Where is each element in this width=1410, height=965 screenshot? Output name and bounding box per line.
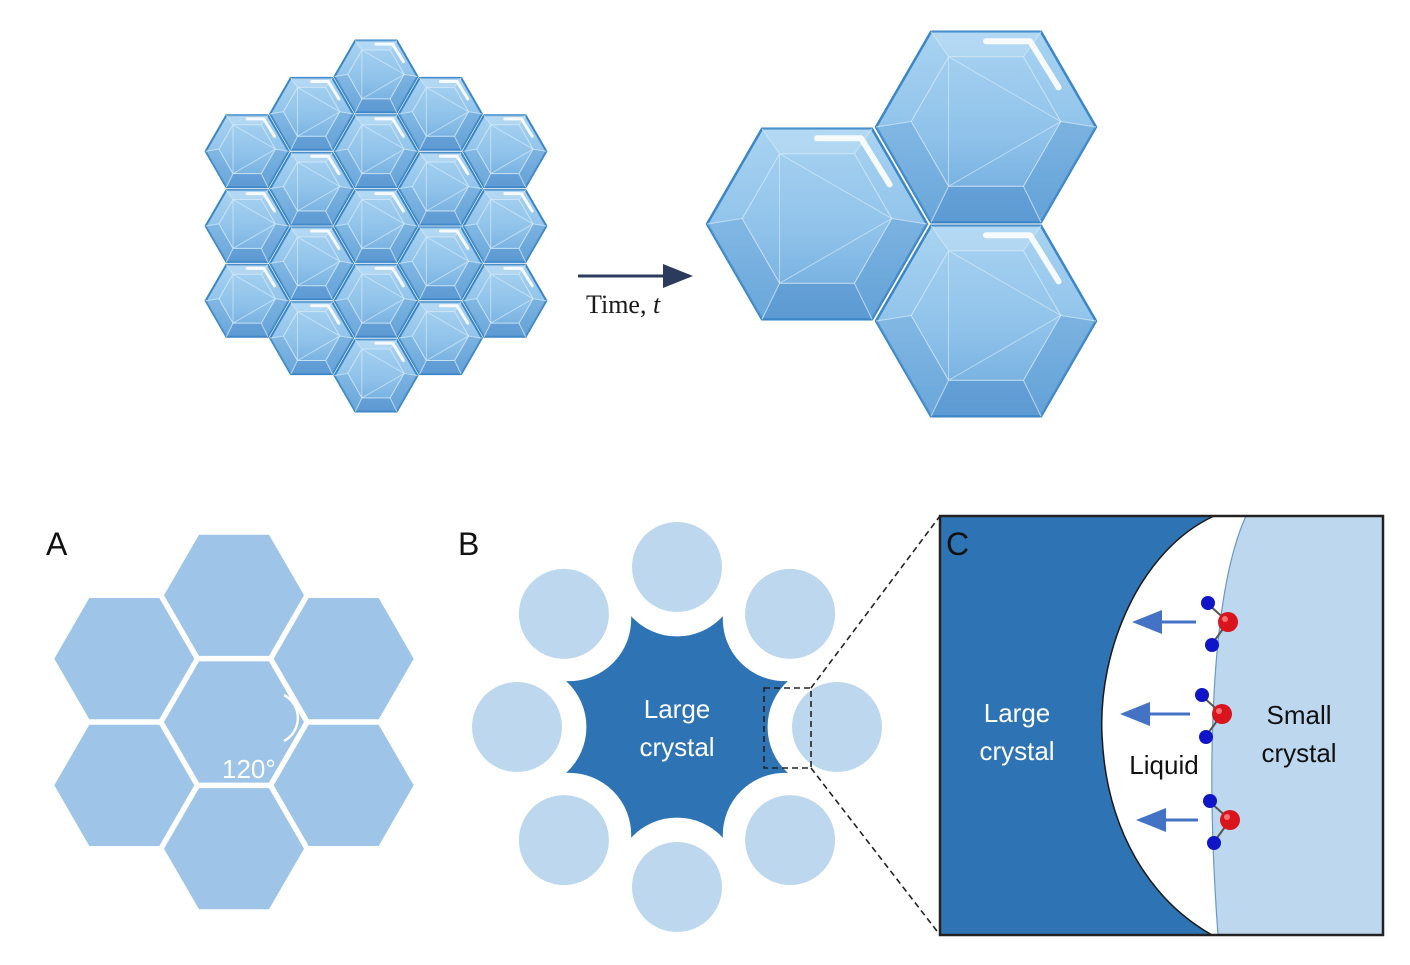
- hydrogen-atom: [1203, 794, 1217, 808]
- panel-c-liquid: Liquid: [1129, 750, 1198, 780]
- oxygen-atom: [1220, 810, 1240, 830]
- crystal-grain: [204, 263, 290, 338]
- hexagon-grain: [164, 534, 304, 656]
- panel-b-label: B: [458, 526, 479, 562]
- hydrogen-atom: [1207, 836, 1221, 850]
- panel-c-large-line2: crystal: [979, 736, 1054, 766]
- crystal-grain: [204, 114, 290, 189]
- small-crystal: [745, 795, 836, 886]
- small-crystal-cluster: [204, 39, 548, 413]
- panel-c-small-line1: Small: [1266, 700, 1331, 730]
- crystal-grain: [333, 189, 419, 263]
- crystal-grain: [397, 301, 483, 376]
- crystal-grain: [462, 263, 548, 338]
- hexagon-grain: [164, 788, 304, 910]
- small-crystal-region: [1211, 516, 1383, 935]
- small-crystal: [518, 795, 609, 886]
- crystal-grain: [397, 151, 483, 226]
- zoom-region-box: [763, 687, 812, 769]
- time-arrow-label: Time, t: [586, 290, 661, 319]
- crystal-grain: [705, 127, 929, 321]
- crystal-grain: [269, 301, 355, 376]
- crystal-grain: [397, 76, 483, 151]
- angle-arc: [283, 693, 300, 743]
- crystal-grain: [874, 30, 1098, 224]
- crystal-grain: [333, 338, 419, 413]
- small-crystal: [632, 842, 722, 932]
- hexagon-grain: [164, 661, 304, 783]
- small-crystal-ring: [472, 522, 882, 932]
- large-crystal-cluster: [705, 30, 1098, 418]
- crystal-grain: [333, 39, 419, 114]
- crystal-grain: [333, 263, 419, 338]
- crystal-grain: [204, 189, 290, 263]
- crystal-grain: [269, 226, 355, 301]
- hexagon-grain-array: [54, 534, 414, 910]
- large-crystal-grain: [566, 616, 788, 838]
- angle-label: 120°: [222, 754, 276, 784]
- panel-c-small-line2: crystal: [1261, 738, 1336, 768]
- water-molecule: [1203, 794, 1240, 850]
- panel-b-center-line2: crystal: [639, 732, 714, 762]
- large-crystal-region: [940, 516, 1215, 935]
- crystal-grain: [397, 226, 483, 301]
- crystal-grain: [462, 114, 548, 189]
- hexagon-grain: [54, 598, 195, 720]
- water-molecule: [1195, 688, 1232, 744]
- hydrogen-atom: [1199, 730, 1213, 744]
- hexagon-grain: [273, 724, 414, 846]
- crystal-grain: [269, 76, 355, 151]
- zoom-guide-bottom: [810, 767, 941, 936]
- panel-a-label: A: [46, 526, 68, 562]
- panel-c-frame: [938, 514, 1385, 937]
- crystal-grain: [874, 224, 1098, 418]
- crystal-grain: [333, 114, 419, 189]
- crystal-grain: [269, 151, 355, 226]
- small-crystal: [518, 568, 609, 659]
- hydrogen-atom: [1195, 688, 1209, 702]
- oxygen-atom: [1218, 612, 1238, 632]
- small-crystal: [792, 682, 882, 772]
- hexagon-grain: [273, 598, 414, 720]
- panel-c-zoom-view: [940, 516, 1383, 935]
- panel-c-large-line1: Large: [984, 698, 1051, 728]
- panel-c-label: C: [946, 526, 969, 562]
- small-crystal: [472, 682, 562, 772]
- small-crystal: [632, 522, 722, 612]
- hydrogen-atom: [1201, 596, 1215, 610]
- water-molecule: [1201, 596, 1238, 652]
- panel-b-center-line1: Large: [644, 694, 711, 724]
- small-crystal: [745, 568, 836, 659]
- oxygen-atom: [1212, 704, 1232, 724]
- hydrogen-atom: [1205, 638, 1219, 652]
- diffusing-molecules: [1120, 596, 1240, 850]
- zoom-guide-top: [810, 515, 941, 689]
- crystal-grain: [462, 189, 548, 263]
- hexagon-grain: [54, 724, 195, 846]
